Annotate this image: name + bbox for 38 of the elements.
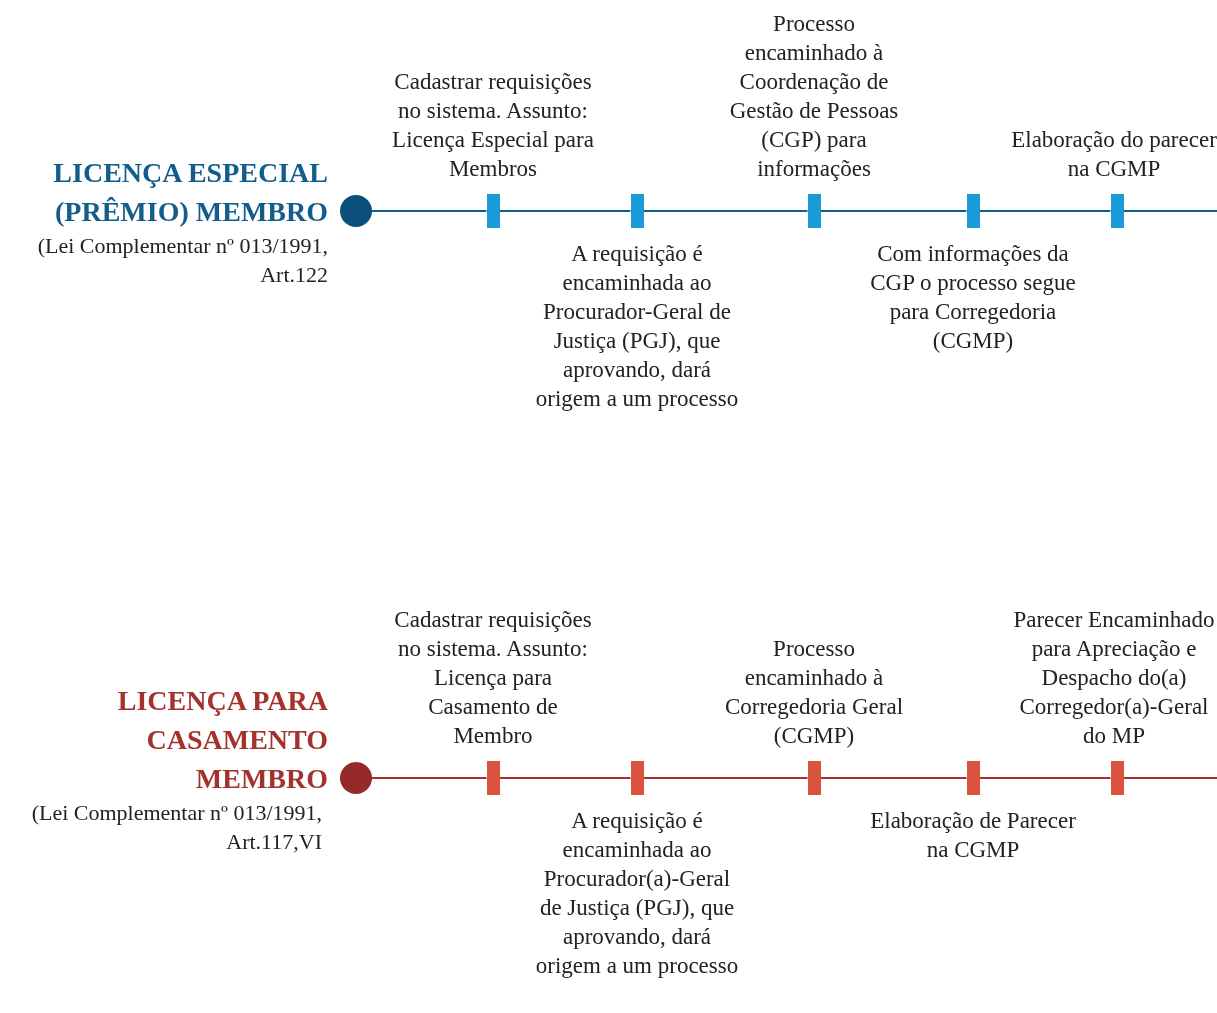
step-text: Processo encaminhado à Corregedoria Geral (CGMP) xyxy=(723,635,905,750)
timeline-line xyxy=(643,209,808,213)
timeline-line xyxy=(372,776,487,780)
timeline-line xyxy=(643,776,808,780)
timeline-marker xyxy=(1110,194,1124,228)
start-circle xyxy=(340,762,372,794)
step-text: Processo encaminhado à Coordenação de Gestão de Pessoas (CGP) para informações xyxy=(728,10,900,183)
timeline-line xyxy=(979,776,1111,780)
timeline-marker xyxy=(966,194,980,228)
timeline-line xyxy=(820,209,967,213)
timeline-marker xyxy=(966,761,980,795)
timeline-marker xyxy=(807,761,821,795)
timeline-line xyxy=(1123,776,1217,780)
step-text: Elaboração de Parecer na CGMP xyxy=(870,807,1076,864)
timeline-line xyxy=(820,776,967,780)
step-text: Elaboração do parecer na CGMP xyxy=(1011,126,1217,183)
timeline-heading: LICENÇA ESPECIAL (PRÊMIO) MEMBRO xyxy=(52,156,328,229)
law-reference: (Lei Complementar nº 013/1991, Art.122 xyxy=(36,232,328,289)
law-reference: (Lei Complementar nº 013/1991, Art.117,VI xyxy=(30,799,322,856)
step-text: Com informações da CGP o processo segue para Corregedoria (CGMP) xyxy=(870,240,1076,355)
step-text: A requisição é encaminhada ao Procurador-Geral de Justiça (PGJ), que aprovando, dará origem a um processo xyxy=(534,240,740,413)
start-circle xyxy=(340,195,372,227)
timeline-heading: LICENÇA PARA CASAMENTO MEMBRO xyxy=(116,684,328,796)
timeline-line xyxy=(979,209,1111,213)
timeline-line xyxy=(372,209,487,213)
timeline-marker xyxy=(1110,761,1124,795)
timeline-line xyxy=(1123,209,1217,213)
step-text: Cadastrar requisições no sistema. Assunto: Licença Especial para Membros xyxy=(391,68,595,183)
step-text: Parecer Encaminhado para Apreciação e Despacho do(a) Corregedor(a)-Geral do MP xyxy=(1012,606,1216,750)
timeline-marker xyxy=(807,194,821,228)
timeline-marker xyxy=(630,194,644,228)
timeline-line xyxy=(499,776,631,780)
timeline-line xyxy=(499,209,631,213)
timeline-marker xyxy=(486,194,500,228)
timeline-marker xyxy=(486,761,500,795)
timeline-marker xyxy=(630,761,644,795)
step-text: Cadastrar requisições no sistema. Assunto: Licença para Casamento de Membro xyxy=(393,606,593,750)
step-text: A requisição é encaminhada ao Procurador(a)-Geral de Justiça (PGJ), que aprovando, dará origem a um processo xyxy=(534,807,740,980)
